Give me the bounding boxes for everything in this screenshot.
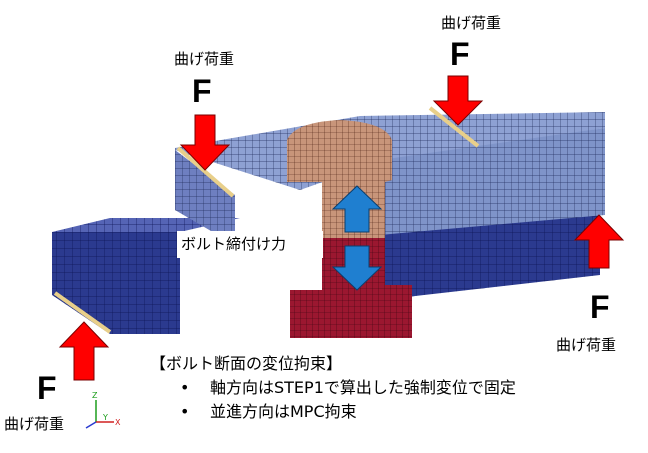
bolt-arrows <box>331 185 383 291</box>
lower-plate-edge-strip <box>53 291 112 334</box>
lower-plate <box>52 212 600 334</box>
axis-label-y: Y <box>102 413 108 422</box>
constraint-notes: 【ボルト断面の変位拘束】 • 軸方向はSTEP1で算出した強制変位で固定 • 並進方… <box>150 352 516 424</box>
notes-item-text: 軸方向はSTEP1で算出した強制変位で固定 <box>210 378 516 397</box>
notes-item: • 並進方向はMPC拘束 <box>150 400 516 424</box>
force-symbol-top-right: F <box>450 36 470 72</box>
notes-item-text: 並進方向はMPC拘束 <box>210 402 357 421</box>
bullet-marker: • <box>180 378 190 397</box>
load-arrow-top-right <box>432 75 484 126</box>
force-symbol-bottom-left: F <box>37 370 57 406</box>
notes-title: 【ボルト断面の変位拘束】 <box>150 354 343 373</box>
bolt <box>287 120 412 338</box>
load-arrow-right <box>573 214 625 269</box>
upper-plate-edge-strip-left <box>176 146 235 198</box>
load-label-top-right: 曲げ荷重 <box>441 14 502 32</box>
notes-item: • 軸方向はSTEP1で算出した強制変位で固定 <box>150 376 516 400</box>
load-label-top-left: 曲げ荷重 <box>174 50 235 68</box>
bolt-arrow-down <box>331 245 383 291</box>
load-label-bottom-left: 曲げ荷重 <box>4 415 65 433</box>
force-symbol-top-left: F <box>192 73 212 109</box>
bolt-arrow-up <box>331 185 383 233</box>
axis-triad: Z Y X <box>85 391 121 429</box>
load-arrow-bottom-left <box>58 321 110 381</box>
load-label-right: 曲げ荷重 <box>556 336 617 354</box>
bullet-marker: • <box>180 402 190 421</box>
axis-label-x: X <box>115 418 121 427</box>
force-symbol-right: F <box>590 289 610 325</box>
upper-plate-edge-strip-right <box>428 106 480 148</box>
axis-label-z: Z <box>92 391 98 400</box>
bolt-tightening-label: ボルト締付け力 <box>177 231 323 258</box>
load-arrows <box>58 75 625 381</box>
load-arrow-top-left <box>179 114 231 171</box>
